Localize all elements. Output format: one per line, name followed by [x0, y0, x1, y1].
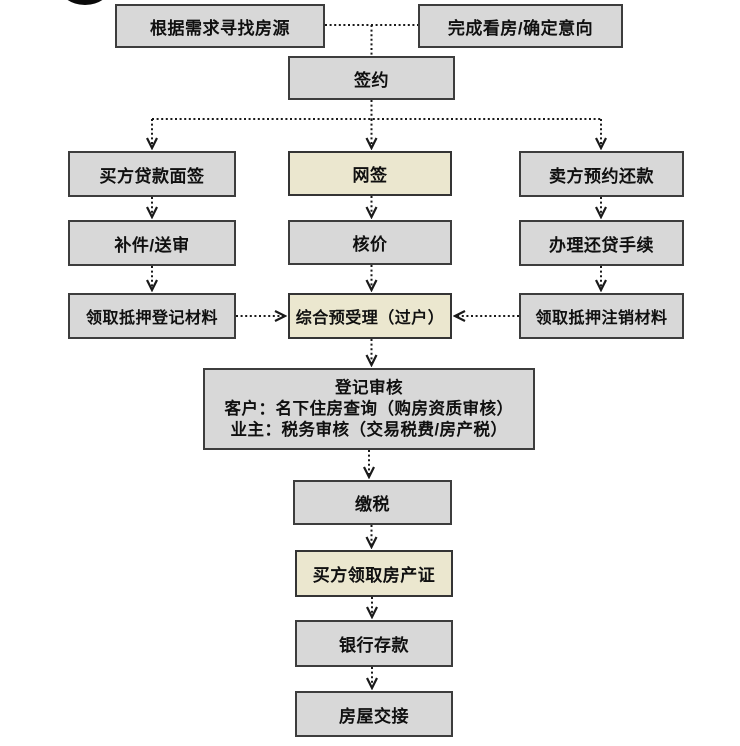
node-label: 网签 — [352, 166, 388, 185]
node-online-sign: 网签 — [288, 151, 452, 196]
node-label: 缴税 — [355, 495, 390, 514]
node-buyer-loan-interview: 买方贷款面签 — [68, 151, 236, 197]
node-supplement-review: 补件/送审 — [68, 220, 236, 266]
review-line-owner: 业主：税务审核（交易税费/房产税） — [230, 420, 508, 439]
node-sign-contract: 签约 — [288, 56, 455, 100]
review-line-customer: 客户：名下住房查询（购房资质审核） — [224, 399, 514, 418]
node-pay-tax: 缴税 — [293, 480, 452, 525]
node-label: 签约 — [354, 70, 389, 90]
node-collect-mortgage-registration-materials: 领取抵押登记材料 — [68, 293, 236, 339]
node-label: 买方领取房产证 — [312, 566, 436, 585]
node-label: 领取抵押注销材料 — [535, 310, 668, 327]
node-find-house: 根据需求寻找房源 — [115, 4, 325, 48]
node-label: 核价 — [352, 235, 388, 254]
node-label: 办理还贷手续 — [549, 235, 654, 255]
node-label: 买方贷款面签 — [99, 166, 205, 186]
node-house-handover: 房屋交接 — [295, 691, 453, 737]
node-bank-deposit: 银行存款 — [295, 620, 453, 667]
node-label: 根据需求寻找房源 — [150, 18, 290, 38]
node-confirm-intent: 完成看房/确定意向 — [418, 4, 623, 48]
node-registration-review: 登记审核 客户：名下住房查询（购房资质审核） 业主：税务审核（交易税费/房产税） — [203, 368, 535, 450]
node-label: 补件/送审 — [114, 235, 190, 255]
node-label: 领取抵押登记材料 — [85, 310, 218, 327]
node-buyer-collect-certificate: 买方领取房产证 — [295, 550, 453, 597]
node-comprehensive-pre-acceptance: 综合预受理（过户） — [288, 293, 452, 339]
node-label: 完成看房/确定意向 — [447, 18, 594, 38]
node-label: 综合预受理（过户） — [295, 310, 445, 327]
node-seller-repay-appointment: 卖方预约还款 — [519, 151, 684, 197]
node-label: 房屋交接 — [339, 706, 409, 726]
node-repay-loan-procedure: 办理还贷手续 — [519, 220, 684, 266]
node-price-verification: 核价 — [288, 220, 452, 265]
cropped-circle-decoration — [59, 0, 111, 5]
node-label: 银行存款 — [339, 636, 409, 655]
review-title: 登记审核 — [335, 378, 403, 397]
node-label: 卖方预约还款 — [549, 166, 654, 186]
node-collect-mortgage-cancellation-materials: 领取抵押注销材料 — [519, 293, 684, 339]
